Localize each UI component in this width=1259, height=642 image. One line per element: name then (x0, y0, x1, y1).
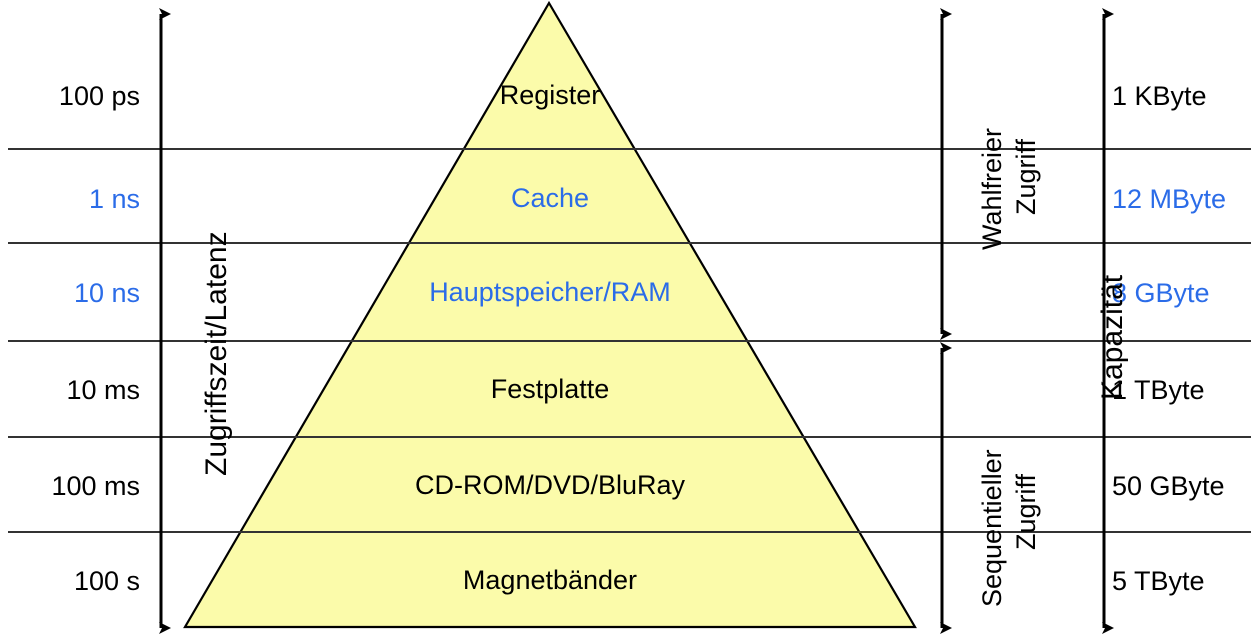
latency-value-register: 100 ps (58, 81, 140, 111)
tier-name-register: Register (499, 80, 601, 110)
sequential-access-caption-line1: Sequentieller (977, 449, 1007, 607)
sequential-access-caption-line2: Zugriff (1011, 473, 1041, 550)
capacity-axis-caption: Kapazität (1096, 274, 1129, 400)
tier-name-cache: Cache (510, 183, 590, 213)
random-access-caption-line1: Wahlfreier (977, 127, 1007, 250)
latency-value-ram: 10 ns (73, 278, 140, 308)
latency-axis-caption: Zugriffszeit/Latenz (200, 231, 233, 476)
latency-value-optical: 100 ms (51, 471, 140, 501)
latency-value-tape: 100 s (73, 566, 140, 596)
tier-name-harddisk: Festplatte (490, 374, 610, 404)
random-access-caption-line2: Zugriff (1011, 138, 1041, 215)
tier-name-ram: Hauptspeicher/RAM (429, 277, 671, 307)
capacity-value-harddisk: 1 TByte (1112, 375, 1205, 405)
pyramid-shape (183, 0, 917, 629)
capacity-value-ram: 8 GByte (1112, 278, 1210, 308)
tier-name-tape: Magnetbänder (462, 565, 638, 595)
latency-value-harddisk: 10 ms (66, 375, 140, 405)
latency-value-cache: 1 ns (88, 184, 140, 214)
tier-name-optical: CD-ROM/DVD/BluRay (414, 470, 686, 500)
capacity-value-register: 1 KByte (1112, 81, 1207, 111)
capacity-value-cache: 12 MByte (1112, 184, 1227, 214)
capacity-value-optical: 50 GByte (1112, 471, 1225, 501)
capacity-value-tape: 5 TByte (1112, 566, 1205, 596)
